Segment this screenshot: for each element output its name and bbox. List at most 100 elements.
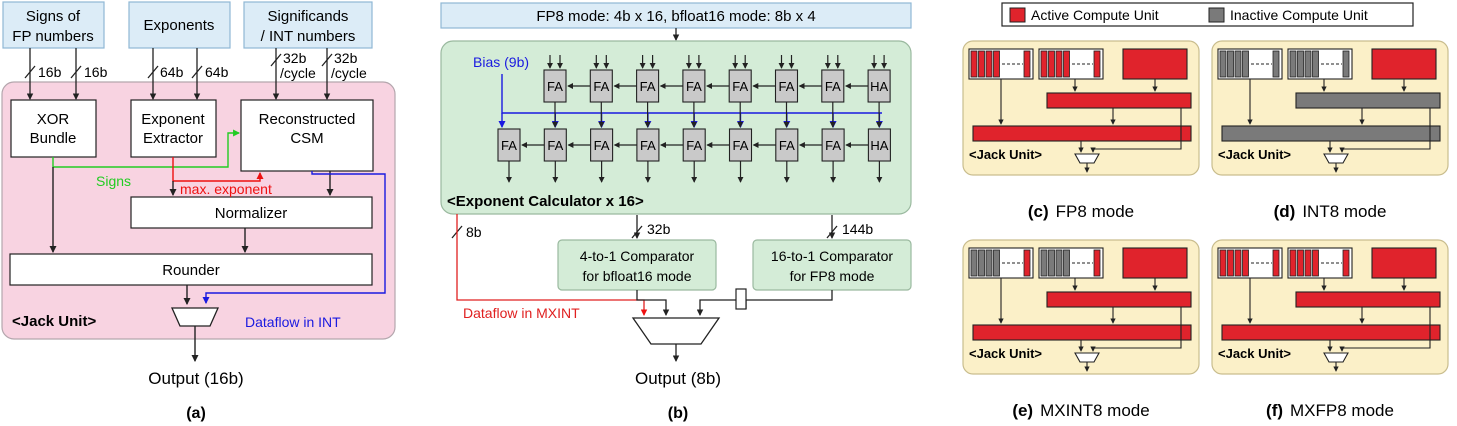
mode-unit-label: <Jack Unit> [1218,147,1291,162]
register-cell [1272,249,1280,277]
bus-label-exp-2: 64b [205,64,229,80]
mode-wire [1339,307,1431,352]
register-cell [993,50,1000,78]
register-cell [1227,50,1234,78]
dataflow-int-label: Dataflow in INT [245,314,341,330]
register-cell [1055,249,1063,277]
signal-wires [49,129,386,363]
compute-block-top [1122,247,1188,279]
signs-signal-label: Signs [96,173,131,189]
adder-cell-label: FA [593,79,609,94]
mode-unit-label: <Jack Unit> [969,346,1042,361]
register-cell [978,249,985,277]
legend-active-label: Active Compute Unit [1031,7,1159,23]
mode-caption-letter: (e) [1012,401,1033,420]
significands-input-label-1: Significands [268,8,349,25]
register-cell [1063,249,1070,277]
register-cell [1272,50,1280,78]
mode-wire [1090,108,1182,153]
bus-label-sig-2b: /cycle [331,65,367,81]
output-16b-label: Output (16b) [148,369,243,388]
comparator-bf16-box: 4-to-1 Comparator for bfloat16 mode [557,239,717,291]
mode-panel: <Jack Unit>(f)MXFP8 mode [1211,239,1449,420]
input-buses [24,48,333,100]
mode-caption: (c)FP8 mode [1028,202,1134,221]
mode-caption: (d) INT8 mode [1274,202,1387,221]
register-cell [1040,249,1048,277]
bus-label-signs-2: 16b [84,64,108,80]
adder-cell-label: FA [686,138,702,153]
register-cell [1040,50,1048,78]
adder-cell-label: FA [640,79,656,94]
mode-caption-text: INT8 mode [1302,202,1386,221]
bus-label-8b: 8b [466,224,482,240]
register-cell [978,50,985,78]
mode-header-box: FP8 mode: 4b x 16, bfloat16 mode: 8b x 4 [440,2,912,29]
register-cell [1342,50,1350,78]
register-cell [1312,249,1319,277]
compute-bar-middle [1295,291,1441,308]
compute-bar-middle [1046,92,1192,109]
max-exponent-label: max. exponent [180,181,272,197]
mode-caption-letter: (d) [1274,202,1296,221]
xor-label-1: XOR [37,111,70,128]
mode-unit-label: <Jack Unit> [969,147,1042,162]
adder-cell-label: FA [825,79,841,94]
mode-header-label: FP8 mode: 4b x 16, bfloat16 mode: 8b x 4 [536,8,815,25]
fp8-register [735,288,747,310]
exponent-extractor-block: Exponent Extractor [130,99,217,158]
adder-cell-label: FA [547,138,563,153]
compute-block-top [1122,48,1188,80]
bus-label-32b: 32b [647,221,671,237]
compute-block-top [1371,247,1437,279]
bias-label: Bias (9b) [473,54,529,70]
adder-cell-label: FA [686,79,702,94]
signs-input-label-1: Signs of [26,8,81,25]
compute-bar-bottom [972,324,1192,341]
adder-cell-label: FA [733,138,749,153]
mode-panel: <Jack Unit> (d) INT8 mode [1211,40,1449,221]
xor-bundle-block: XOR Bundle [10,99,97,158]
legend-active-swatch [1009,7,1026,23]
register-cell [1048,50,1055,78]
mode-caption-text: MXINT8 mode [1040,401,1150,420]
comparator-fp8-box: 16-to-1 Comparator for FP8 mode [752,239,912,291]
significands-input-box: Significands / INT numbers [243,1,373,49]
comparator-bf16-label-2: for bfloat16 mode [583,268,692,284]
register-cell [993,249,1000,277]
caption-b: (b) [668,405,688,422]
bus-label-sig-1b: /cycle [280,65,316,81]
register-cell [1219,249,1227,277]
adder-cell-label: FA [732,79,748,94]
mode-unit-label: <Jack Unit> [1218,346,1291,361]
adder-cell-label: FA [501,138,517,153]
significands-input-label-2: / INT numbers [261,28,356,45]
register-cell [1289,249,1297,277]
legend: Active Compute Unit Inactive Compute Uni… [1001,2,1414,27]
register-cell [1242,50,1249,78]
panel-b: FP8 mode: 4b x 16, bfloat16 mode: 8b x 4… [440,2,912,422]
register-cell [1093,50,1101,78]
compute-bar-bottom [1221,324,1441,341]
signs-input-label-2: FP numbers [12,28,93,45]
mode-panels: <Jack Unit> (c)FP8 mode <Jack Unit> (d) INT8… [962,40,1449,420]
mode-wire [1339,108,1431,153]
signs-input-box: Signs of FP numbers [2,1,105,49]
rounder-block: Rounder [9,253,373,286]
comparator-bf16-label-1: 4-to-1 Comparator [580,248,695,264]
reconstructed-csm-block: Reconstructed CSM [240,99,374,172]
register-cell [1055,50,1063,78]
caption-a: (a) [186,405,206,422]
register-cell [970,249,978,277]
register-cell [1297,249,1304,277]
register-cell [970,50,978,78]
bus-label-sig-1a: 32b [283,50,307,66]
exponent-calculator-label: <Exponent Calculator x 16> [447,193,644,210]
register-cell [1304,249,1312,277]
normalizer-block: Normalizer [130,196,373,229]
mode-panel: <Jack Unit> (c)FP8 mode [962,40,1200,221]
mode-caption-letter: (c) [1028,202,1049,221]
output-mux [170,307,220,327]
